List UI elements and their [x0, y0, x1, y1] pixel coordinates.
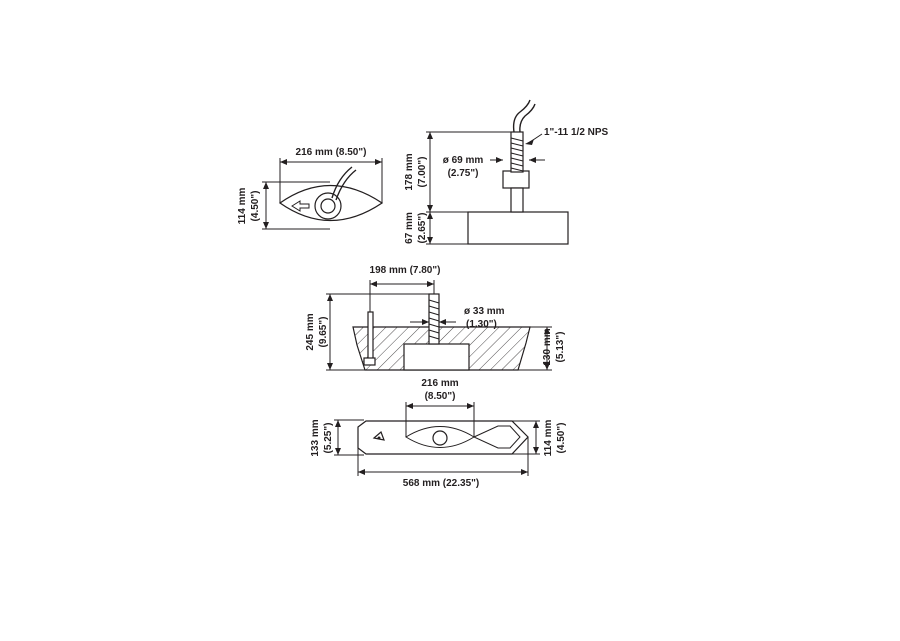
- top-view: 216 mm (8.50") 114 mm (4.50"): [237, 147, 384, 230]
- top-view-width-label: 216 mm (8.50"): [296, 147, 367, 158]
- side-view-nut: [502, 170, 530, 189]
- section-view-total-height-mm: 245 mm: [305, 313, 316, 350]
- fairing-transducer-face: [432, 430, 448, 446]
- thread-spec-label: 1"-11 1/2 NPS: [544, 127, 609, 138]
- side-view-stem-height-in: (7.00"): [417, 157, 428, 188]
- top-view-stem-inner: [320, 198, 336, 214]
- section-view-stem-threads: [428, 299, 440, 340]
- side-view-base-height-mm: 67 mm: [404, 212, 415, 244]
- fairing-length-label: 568 mm (22.35"): [403, 478, 479, 489]
- fairing-speed-sensor-dot: [377, 436, 381, 440]
- arrow-icon: [291, 200, 310, 212]
- section-view-stem-dia-in: (1.30"): [466, 319, 497, 330]
- side-view-base-height-in: (2.65"): [417, 213, 428, 244]
- side-view-base: [467, 211, 569, 245]
- fairing-window-width-mm: 216 mm: [421, 378, 458, 389]
- fairing-left-height-mm: 133 mm: [310, 419, 321, 456]
- top-view-height-in: (4.50"): [250, 191, 261, 222]
- fairing-taper-line: [472, 425, 521, 449]
- side-view-diameter-in: (2.75"): [448, 168, 479, 179]
- fairing-view: 216 mm (8.50") 133 mm (5.25") 114 mm (4.…: [310, 378, 567, 489]
- side-view-diameter-mm: ø 69 mm: [443, 155, 484, 166]
- side-view-cable: [512, 99, 536, 133]
- section-view-stem-dia-mm: ø 33 mm: [464, 306, 505, 317]
- section-view-speed-sensor-tip: [363, 357, 376, 366]
- side-view-stem-height-mm: 178 mm: [404, 153, 415, 190]
- section-view-total-height-in: (9.65"): [318, 317, 329, 348]
- side-view-neck: [510, 187, 524, 213]
- top-view-cable: [331, 166, 357, 201]
- section-view-offset-label: 198 mm (7.80"): [370, 265, 441, 276]
- section-view-transducer-body: [403, 343, 470, 371]
- side-view: 1"-11 1/2 NPS ø 69 mm (2.75") 178 mm (7.…: [404, 99, 609, 245]
- section-view: 198 mm (7.80") ø 33 mm (1.30") 245 mm (9…: [305, 265, 566, 371]
- side-view-threaded-stem: [510, 131, 524, 173]
- fairing-right-height-mm: 114 mm: [543, 420, 554, 457]
- section-view-block-height-in: (5.13"): [555, 332, 566, 363]
- fairing-window-width-in: (8.50"): [425, 391, 456, 402]
- section-view-speed-sensor: [367, 311, 374, 363]
- top-view-height-mm: 114 mm: [237, 188, 248, 225]
- fairing-right-height-in: (4.50"): [556, 423, 567, 454]
- fairing-left-height-in: (5.25"): [323, 423, 334, 454]
- section-view-block-height-mm: 130 mm: [542, 328, 553, 365]
- side-view-threads: [510, 137, 524, 172]
